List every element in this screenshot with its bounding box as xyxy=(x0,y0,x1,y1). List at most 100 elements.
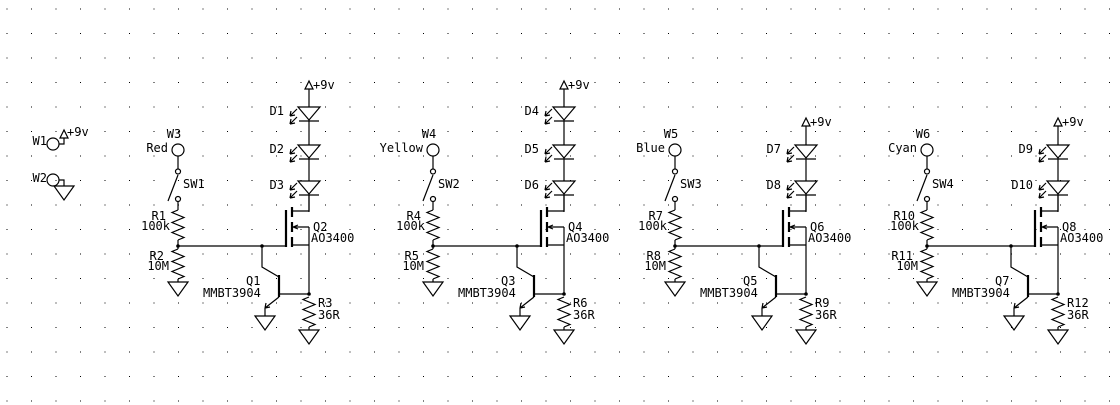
led-label: D5 xyxy=(525,142,539,156)
switch-symbol[interactable] xyxy=(422,155,437,211)
ground-symbol-npn[interactable] xyxy=(254,315,276,331)
switch-symbol[interactable] xyxy=(664,155,679,211)
power-flag[interactable] xyxy=(304,80,314,90)
resistor-pulldown[interactable] xyxy=(668,248,682,280)
resistor-pullup-value: 100k xyxy=(638,219,668,233)
led-label: D7 xyxy=(767,142,781,156)
resistor-sense-value: 36R xyxy=(815,308,837,322)
switch-label: SW2 xyxy=(438,177,460,191)
resistor-pulldown-ref: R11 xyxy=(891,249,913,263)
resistor-pullup-ref: R4 xyxy=(407,209,421,223)
resistor-sense-value: 36R xyxy=(318,308,340,322)
mosfet-part: AO3400 xyxy=(1060,231,1103,245)
connector-w2-pad[interactable] xyxy=(46,173,60,187)
led[interactable] xyxy=(289,180,321,199)
mosfet[interactable] xyxy=(781,193,809,297)
resistor-pullup-ref: R7 xyxy=(649,209,663,223)
mosfet[interactable] xyxy=(1033,193,1061,297)
npn-ref: Q5 xyxy=(743,274,757,288)
left-reference-block: W1 +9v W2 xyxy=(33,125,89,201)
npn-part: MMBT3904 xyxy=(700,286,758,300)
connector-pad[interactable] xyxy=(668,143,682,157)
resistor-sense[interactable] xyxy=(799,296,813,328)
mosfet[interactable] xyxy=(539,193,567,297)
led[interactable] xyxy=(544,180,576,199)
switch-label: SW4 xyxy=(932,177,954,191)
led[interactable] xyxy=(544,144,576,163)
power-flag[interactable] xyxy=(559,80,569,90)
switch-symbol[interactable] xyxy=(916,155,931,211)
net-color-label: Yellow xyxy=(380,141,424,155)
led-driver-circuit-yellow: Yellow W4 SW2 R4 100k R5 10M Q3 MMBT3904… xyxy=(380,78,609,345)
connector-w2-label: W2 xyxy=(33,171,47,185)
ground-symbol-npn[interactable] xyxy=(509,315,531,331)
mosfet-ref: Q8 xyxy=(1062,220,1076,234)
resistor-pulldown[interactable] xyxy=(171,248,185,280)
led[interactable] xyxy=(1038,144,1070,163)
resistor-pulldown[interactable] xyxy=(426,248,440,280)
npn-part: MMBT3904 xyxy=(458,286,516,300)
led-label: D10 xyxy=(1011,178,1033,192)
ground-symbol-divider[interactable] xyxy=(167,281,189,297)
power-flag[interactable] xyxy=(801,117,811,127)
led-label: D6 xyxy=(525,178,539,192)
led[interactable] xyxy=(786,144,818,163)
power-label-w1: +9v xyxy=(67,125,89,139)
power-flag[interactable] xyxy=(1053,117,1063,127)
mosfet-part: AO3400 xyxy=(808,231,851,245)
connector-pad[interactable] xyxy=(426,143,440,157)
resistor-pullup-ref: R10 xyxy=(893,209,915,223)
connector-w1-pad[interactable] xyxy=(46,137,60,151)
connector-pad[interactable] xyxy=(920,143,934,157)
npn-transistor[interactable] xyxy=(1008,243,1060,318)
mosfet-ref: Q2 xyxy=(313,220,327,234)
resistor-sense[interactable] xyxy=(302,296,316,328)
led[interactable] xyxy=(1038,180,1070,199)
resistor-sense-ref: R9 xyxy=(815,296,829,310)
ground-symbol-divider[interactable] xyxy=(664,281,686,297)
ground-symbol-sense[interactable] xyxy=(553,329,575,345)
ground-symbol-npn[interactable] xyxy=(751,315,773,331)
npn-transistor[interactable] xyxy=(514,243,566,318)
npn-transistor[interactable] xyxy=(259,243,311,318)
ground-symbol-divider[interactable] xyxy=(422,281,444,297)
resistor-sense[interactable] xyxy=(1051,296,1065,328)
ground-symbol-sense[interactable] xyxy=(298,329,320,345)
power-label: +9v xyxy=(313,78,335,92)
npn-transistor[interactable] xyxy=(756,243,808,318)
led[interactable] xyxy=(544,106,576,125)
led-label: D9 xyxy=(1019,142,1033,156)
resistor-pulldown-value: 10M xyxy=(644,259,666,273)
ground-symbol-divider[interactable] xyxy=(916,281,938,297)
led-label: D8 xyxy=(767,178,781,192)
led[interactable] xyxy=(289,144,321,163)
resistor-pullup[interactable] xyxy=(668,209,682,241)
resistor-pulldown-ref: R2 xyxy=(150,249,164,263)
led[interactable] xyxy=(289,106,321,125)
led[interactable] xyxy=(786,180,818,199)
mosfet-ref: Q6 xyxy=(810,220,824,234)
resistor-pullup[interactable] xyxy=(920,209,934,241)
ground-symbol-w2[interactable] xyxy=(53,185,75,201)
resistor-pullup[interactable] xyxy=(426,209,440,241)
resistor-pulldown[interactable] xyxy=(920,248,934,280)
mosfet-part: AO3400 xyxy=(311,231,354,245)
power-label: +9v xyxy=(810,115,832,129)
ground-symbol-sense[interactable] xyxy=(795,329,817,345)
resistor-sense[interactable] xyxy=(557,296,571,328)
resistor-pulldown-value: 10M xyxy=(402,259,424,273)
ground-symbol-sense[interactable] xyxy=(1047,329,1069,345)
npn-ref: Q3 xyxy=(501,274,515,288)
mosfet[interactable] xyxy=(284,193,312,297)
led-driver-circuit-red: Red W3 SW1 R1 100k R2 10M Q1 MMBT3904 Q2… xyxy=(141,78,354,345)
ground-symbol-npn[interactable] xyxy=(1003,315,1025,331)
led-label: D4 xyxy=(525,104,539,118)
led-driver-circuit-blue: Blue W5 SW3 R7 100k R8 10M Q5 MMBT3904 Q… xyxy=(636,115,851,345)
npn-part: MMBT3904 xyxy=(952,286,1010,300)
led-driver-circuit-cyan: Cyan W6 SW4 R10 100k R11 10M Q7 MMBT3904… xyxy=(888,115,1103,345)
connector-pad[interactable] xyxy=(171,143,185,157)
switch-symbol[interactable] xyxy=(167,155,182,211)
resistor-pullup[interactable] xyxy=(171,209,185,241)
